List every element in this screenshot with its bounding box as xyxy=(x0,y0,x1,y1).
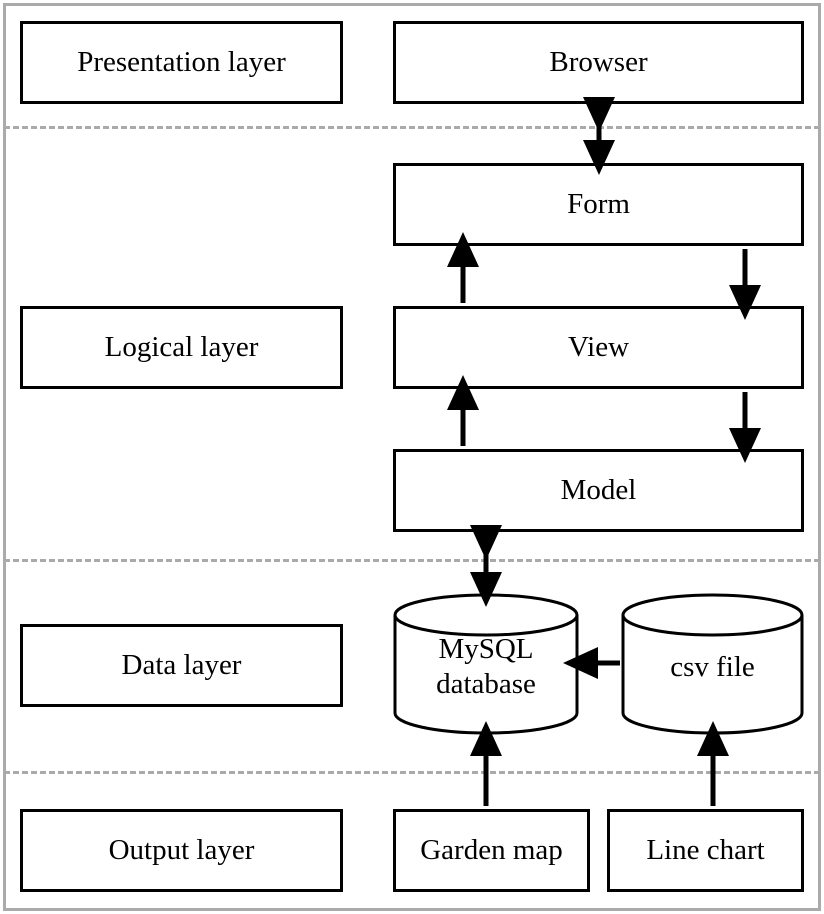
node-garden-map: Garden map xyxy=(393,809,590,892)
divider-logical-data xyxy=(4,559,820,562)
node-csv-label: csv file xyxy=(670,650,755,683)
node-mysql-label-line1: MySQL xyxy=(438,633,534,666)
node-view: View xyxy=(393,306,804,389)
node-csv-file: csv file xyxy=(620,592,805,736)
layer-label-output: Output layer xyxy=(20,809,343,892)
divider-data-output xyxy=(4,771,820,774)
node-model: Model xyxy=(393,449,804,532)
diagram-outer-frame xyxy=(3,3,821,911)
layer-label-logical: Logical layer xyxy=(20,306,343,389)
layer-label-presentation: Presentation layer xyxy=(20,21,343,104)
node-browser: Browser xyxy=(393,21,804,104)
node-mysql-database: MySQL database xyxy=(392,592,580,736)
node-form: Form xyxy=(393,163,804,246)
node-line-chart: Line chart xyxy=(607,809,804,892)
divider-presentation-logical xyxy=(4,126,820,129)
layer-label-data: Data layer xyxy=(20,624,343,707)
node-mysql-label-line2: database xyxy=(436,668,536,700)
